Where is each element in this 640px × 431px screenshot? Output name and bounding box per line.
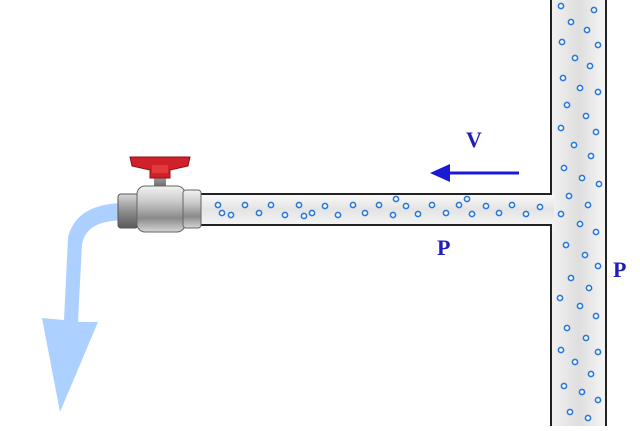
particle-dot: [442, 209, 450, 217]
particle-dot: [592, 228, 600, 236]
particle-dot: [563, 324, 571, 332]
water-stream-body: [42, 203, 124, 412]
main-pipe: [550, 0, 607, 430]
particle-dot: [571, 358, 579, 366]
particle-dot: [594, 348, 602, 356]
particle-dot: [560, 382, 568, 390]
main-pipe-particles: [556, 2, 603, 422]
particle-dot: [587, 370, 595, 378]
particle-dot: [584, 414, 592, 422]
particle-dot: [571, 54, 579, 62]
particle-dot: [570, 141, 578, 149]
particle-dot: [241, 201, 249, 209]
particle-dot: [508, 201, 516, 209]
particle-dot: [566, 408, 574, 416]
valve-collar: [182, 189, 202, 229]
branch-pipe: [198, 193, 554, 226]
particle-dot: [592, 128, 600, 136]
particle-dot: [455, 201, 463, 209]
particle-dot: [557, 210, 565, 218]
particle-dot: [576, 302, 584, 310]
particle-dot: [557, 2, 565, 10]
particle-dot: [567, 274, 575, 282]
particle-dot: [559, 74, 567, 82]
particle-dot: [414, 210, 422, 218]
particle-dot: [214, 201, 222, 209]
particle-dot: [582, 112, 590, 120]
branch-pipe-particles: [214, 195, 544, 220]
particle-dot: [592, 312, 600, 320]
particle-dot: [562, 241, 570, 249]
particle-dot: [495, 209, 503, 217]
particle-dot: [334, 211, 342, 219]
particle-dot: [583, 26, 591, 34]
particle-dot: [295, 201, 303, 209]
particle-dot: [586, 62, 594, 70]
particle-dot: [557, 346, 565, 354]
particle-dot: [389, 211, 397, 219]
particle-dot: [281, 211, 289, 219]
particle-dot: [576, 220, 584, 228]
water-stream-icon: [42, 203, 124, 412]
particle-dot: [578, 388, 586, 396]
branch-pipe-body: [198, 194, 554, 225]
ball-valve-icon: [117, 156, 202, 233]
particle-dot: [227, 211, 235, 219]
particle-dot: [595, 180, 603, 188]
particle-dot: [594, 41, 602, 49]
particle-dot: [463, 195, 471, 203]
particle-dot: [428, 201, 436, 209]
particle-dot: [584, 201, 592, 209]
particle-dot: [349, 201, 357, 209]
valve-handle-nut: [152, 165, 168, 173]
particle-dot: [590, 6, 598, 14]
particle-dot: [594, 396, 602, 404]
particle-dot: [556, 294, 564, 302]
particle-dot: [567, 18, 575, 26]
arrow-head: [430, 164, 450, 182]
particle-dot: [392, 195, 400, 203]
particle-dot: [218, 209, 226, 217]
particle-dot: [536, 203, 544, 211]
valve-body: [136, 185, 186, 233]
particle-dot: [587, 152, 595, 160]
particle-dot: [585, 284, 593, 292]
particle-dot: [565, 192, 573, 200]
arrow-left-icon: [430, 164, 519, 182]
particle-dot: [576, 84, 584, 92]
particle-dot: [558, 38, 566, 46]
particle-dot: [557, 124, 565, 132]
particle-dot: [361, 209, 369, 217]
valve-thread: [117, 193, 139, 229]
particle-dot: [468, 210, 476, 218]
pressure-label-pipe: P: [437, 235, 451, 260]
particle-dot: [267, 201, 275, 209]
particle-dot: [582, 334, 590, 342]
particle-dot: [375, 201, 383, 209]
particle-dot: [321, 202, 329, 210]
particle-dot: [482, 202, 490, 210]
particle-dot: [402, 202, 410, 210]
particle-dot: [581, 251, 589, 259]
particle-dot: [594, 262, 602, 270]
particle-dot: [594, 88, 602, 96]
particle-dot: [522, 210, 530, 218]
particle-dot: [300, 212, 308, 220]
velocity-label: V: [466, 127, 482, 152]
particle-dot: [578, 174, 586, 182]
particle-dot: [308, 209, 316, 217]
particle-dot: [255, 209, 263, 217]
particle-dot: [563, 101, 571, 109]
pressure-label-main: P: [613, 257, 627, 282]
particle-dot: [560, 164, 568, 172]
